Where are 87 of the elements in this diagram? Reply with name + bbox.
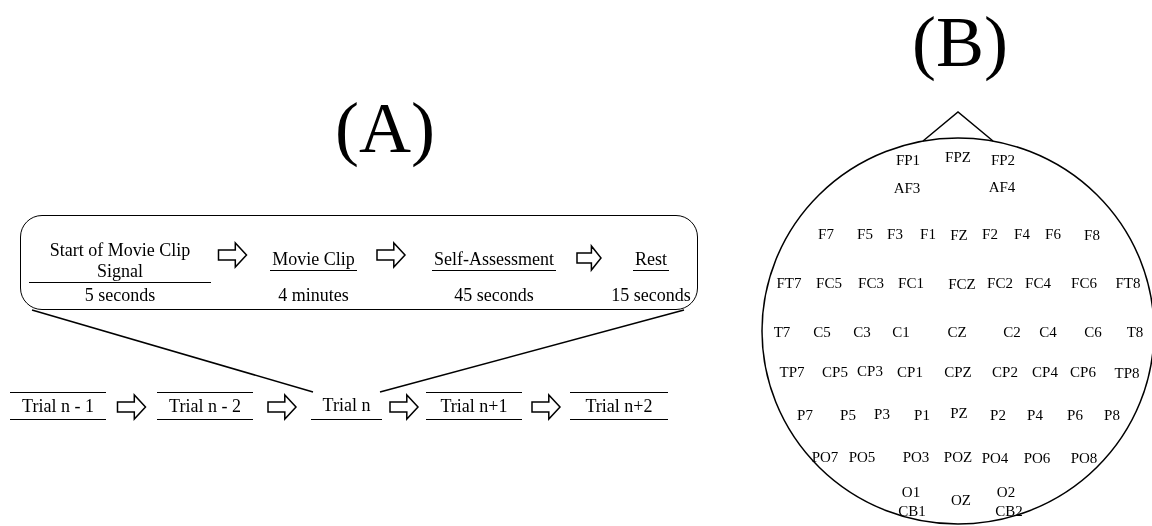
electrode-label: PO7 bbox=[811, 448, 839, 466]
electrode-label: FT7 bbox=[776, 274, 802, 292]
electrode-label: T8 bbox=[1126, 323, 1144, 341]
electrode-label: P5 bbox=[840, 406, 856, 424]
electrode-label: FP2 bbox=[990, 151, 1016, 169]
panel-label: (A) bbox=[334, 88, 436, 168]
electrode-label: P2 bbox=[990, 406, 1006, 424]
electrode-label: FZ bbox=[950, 226, 968, 244]
step-label: Movie Clip bbox=[270, 249, 357, 271]
duration-text: 45 seconds bbox=[454, 285, 534, 305]
electrode-label: O2 bbox=[996, 483, 1016, 501]
electrode-label: P3 bbox=[874, 405, 890, 423]
block-arrow bbox=[267, 393, 298, 421]
rounded-box bbox=[20, 215, 698, 310]
trial-label: Trial n+1 bbox=[426, 392, 522, 420]
connector-line bbox=[31, 309, 314, 393]
electrode-label: C2 bbox=[1003, 323, 1021, 341]
electrode-label: P6 bbox=[1067, 406, 1083, 424]
step-label: Start of Movie Clip Signal bbox=[29, 240, 211, 283]
electrode-label: F1 bbox=[920, 225, 936, 243]
electrode-label: C3 bbox=[853, 323, 871, 341]
electrode-label: FC1 bbox=[898, 274, 924, 292]
electrode-label: CZ bbox=[947, 323, 967, 341]
electrode-label: O1 bbox=[901, 483, 921, 501]
electrode-label: PO6 bbox=[1023, 449, 1051, 467]
electrode-label: F4 bbox=[1014, 225, 1030, 243]
electrode-label: CP2 bbox=[992, 363, 1018, 381]
electrode-label: PO5 bbox=[848, 448, 876, 466]
trial-label: Trial n - 2 bbox=[157, 392, 253, 420]
block-arrow bbox=[576, 243, 602, 273]
electrode-label: C6 bbox=[1084, 323, 1102, 341]
electrode-label: FC2 bbox=[987, 274, 1013, 292]
electrode-label: TP8 bbox=[1114, 364, 1140, 382]
electrode-label: FT8 bbox=[1115, 274, 1141, 292]
electrode-label: CB2 bbox=[995, 502, 1023, 520]
connector-line bbox=[379, 309, 685, 393]
panel-label: (B) bbox=[911, 2, 1009, 82]
electrode-label: PO3 bbox=[902, 448, 930, 466]
duration-text: 15 seconds bbox=[611, 285, 691, 305]
trial-label: Trial n bbox=[311, 392, 382, 420]
electrode-label: P7 bbox=[797, 406, 813, 424]
electrode-label: C4 bbox=[1039, 323, 1057, 341]
step-label: Self-Assessment bbox=[432, 249, 556, 271]
electrode-label: CP4 bbox=[1032, 363, 1058, 381]
electrode-label: T7 bbox=[773, 323, 791, 341]
electrode-label: C1 bbox=[892, 323, 910, 341]
electrode-label: AF4 bbox=[988, 178, 1016, 196]
electrode-label: C5 bbox=[813, 323, 831, 341]
electrode-label: F5 bbox=[857, 225, 873, 243]
electrode-label: CP3 bbox=[857, 362, 883, 380]
electrode-label: P1 bbox=[914, 406, 930, 424]
electrode-label: PO4 bbox=[981, 449, 1009, 467]
electrode-label: FC6 bbox=[1071, 274, 1097, 292]
electrode-label: FC5 bbox=[816, 274, 842, 292]
duration-text: 5 seconds bbox=[84, 285, 156, 305]
electrode-label: FC3 bbox=[858, 274, 884, 292]
electrode-label: FC4 bbox=[1025, 274, 1051, 292]
electrode-label: AF3 bbox=[893, 179, 921, 197]
electrode-label: TP7 bbox=[779, 363, 805, 381]
electrode-label: F6 bbox=[1045, 225, 1061, 243]
electrode-label: FP1 bbox=[895, 151, 921, 169]
electrode-label: CPZ bbox=[944, 363, 972, 381]
block-arrow bbox=[389, 393, 420, 421]
electrode-label: F7 bbox=[818, 225, 834, 243]
electrode-label: FCZ bbox=[948, 275, 976, 293]
step-label: Rest bbox=[633, 249, 669, 271]
electrode-label: FPZ bbox=[945, 148, 971, 166]
electrode-label: PO8 bbox=[1070, 449, 1098, 467]
duration-text: 4 minutes bbox=[278, 285, 349, 305]
trial-label: Trial n - 1 bbox=[10, 392, 106, 420]
electrode-label: F2 bbox=[982, 225, 998, 243]
electrode-label: CB1 bbox=[898, 502, 926, 520]
electrode-label: CP5 bbox=[822, 363, 848, 381]
block-arrow bbox=[116, 393, 147, 421]
electrode-label: F8 bbox=[1084, 226, 1100, 244]
electrode-label: POZ bbox=[943, 448, 973, 466]
electrode-label: CP1 bbox=[897, 363, 923, 381]
electrode-label: P4 bbox=[1027, 406, 1043, 424]
electrode-label: P8 bbox=[1104, 406, 1120, 424]
block-arrow bbox=[531, 393, 562, 421]
electrode-label: F3 bbox=[887, 225, 903, 243]
electrode-label: OZ bbox=[951, 491, 971, 509]
trial-label: Trial n+2 bbox=[570, 392, 668, 420]
electrode-label: PZ bbox=[950, 404, 968, 422]
block-arrow bbox=[376, 241, 407, 269]
block-arrow bbox=[217, 241, 248, 269]
electrode-label: CP6 bbox=[1070, 363, 1096, 381]
